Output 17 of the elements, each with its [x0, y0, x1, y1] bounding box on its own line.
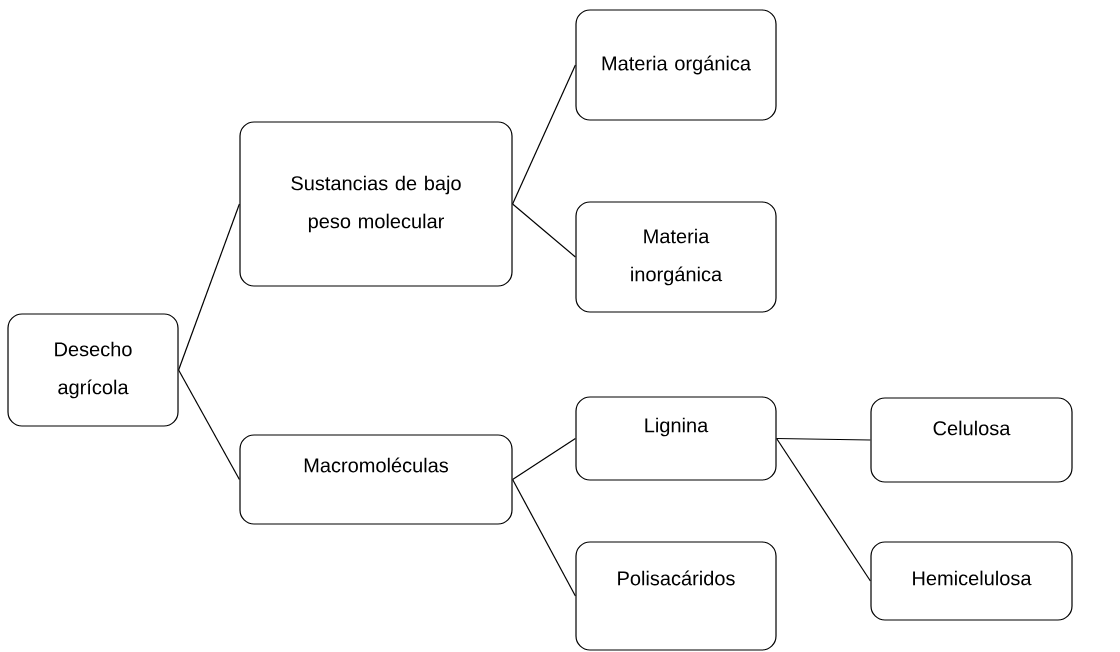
- connector-line: [776, 437, 871, 582]
- connector-line: [178, 369, 240, 481]
- connector-line: [512, 203, 576, 258]
- rounded-box: Desecho agrícola: [7, 313, 179, 427]
- connector-line: [512, 478, 576, 597]
- rounded-box: Sustancias de bajo peso molecular: [239, 121, 513, 287]
- rounded-box: Hemicelulosa: [870, 541, 1073, 621]
- connector-line: [178, 203, 240, 371]
- connector-line: [512, 437, 576, 481]
- rounded-box: Macromoléculas: [239, 434, 513, 525]
- rounded-box: Lignina: [575, 396, 777, 481]
- rounded-box: Materia orgánica: [575, 9, 777, 121]
- rounded-box: Celulosa: [870, 397, 1073, 483]
- connector-line: [512, 64, 576, 205]
- rounded-box: Materia inorgánica: [575, 201, 777, 313]
- connector-line: [776, 437, 871, 441]
- rounded-box: Polisacáridos: [575, 541, 777, 651]
